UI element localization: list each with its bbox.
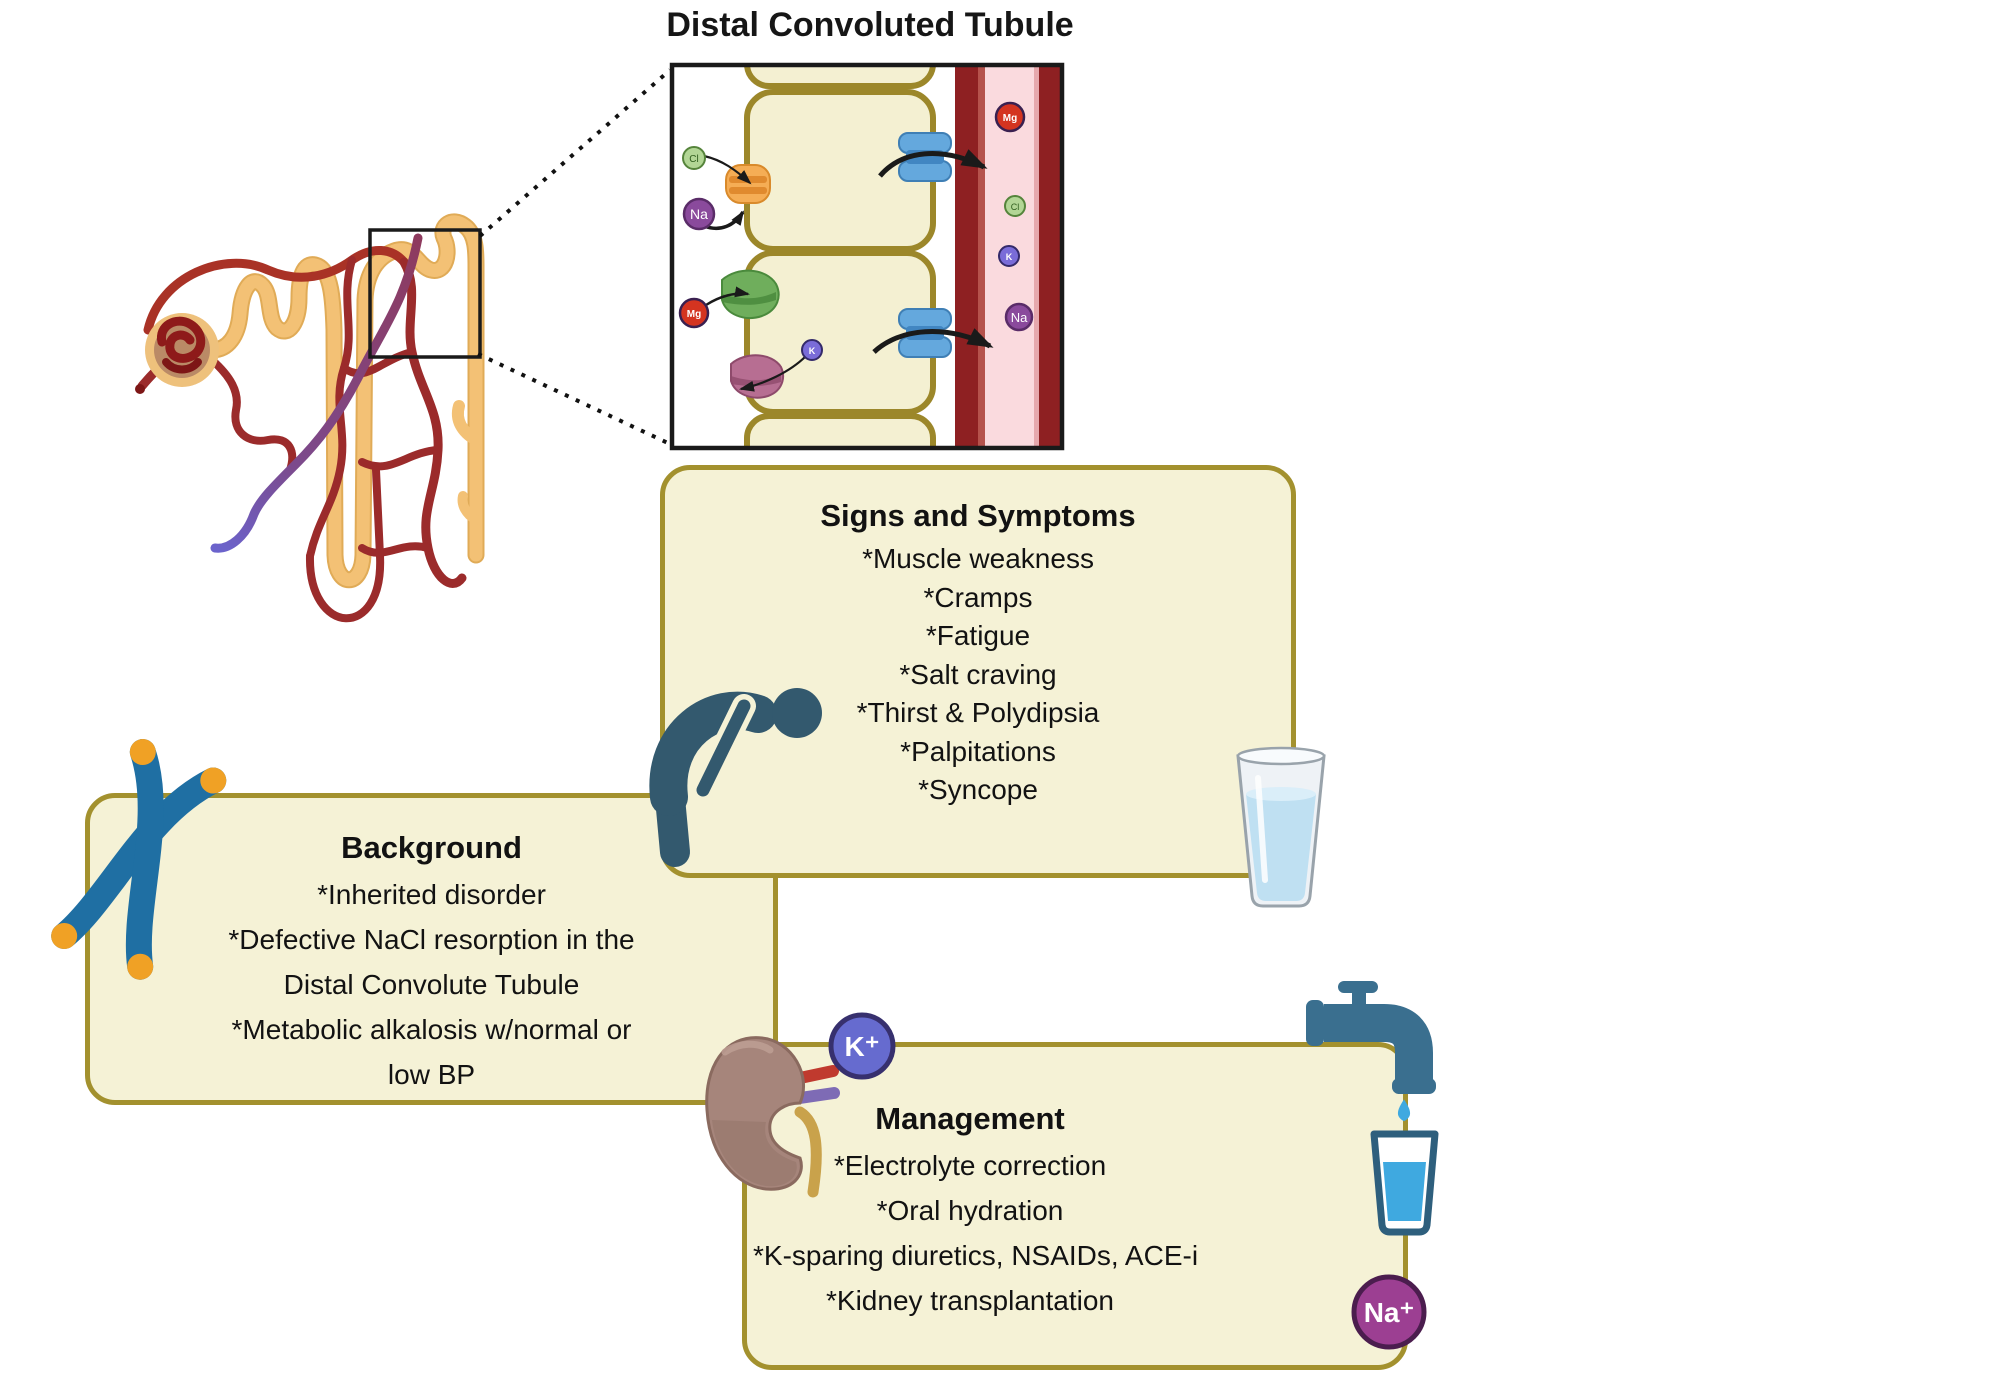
potassium-ion-vessel: K [998,245,1020,267]
chloride-ion-vessel: Cl [1004,195,1026,217]
background-line: low BP [387,1059,476,1090]
svg-text:Na: Na [1011,310,1028,325]
magnesium-channel [721,269,780,319]
nephron-tubule [203,213,485,589]
nephron-tubule-inner [205,215,483,587]
management-box: Management *Electrolyte correction *Oral… [742,1042,1408,1370]
transport-arrows [703,149,994,392]
management-item: *K-sparing diuretics, NSAIDs, ACE-i [753,1240,1199,1271]
nephron-illustration [135,213,485,623]
symptom-item: *Palpitations [900,735,1056,767]
background-line: Distal Convolute Tubule [283,969,580,1000]
management-item: *Kidney transplantation [826,1285,1114,1316]
magnifier-rect [368,228,482,359]
collecting-duct-branch [452,400,482,446]
symptom-item: *Thirst & Polydipsia [856,697,1100,728]
page-title: Distal Convoluted Tubule [666,6,1074,44]
management-title: Management [875,1101,1065,1136]
background-line: *Defective NaCl resorption in the [228,924,635,955]
connector-line-bottom [477,352,671,446]
symptom-item: *Fatigue [925,620,1031,651]
svg-text:K: K [809,346,816,356]
sodium-ion-lumen: Na [682,197,716,231]
svg-text:Cl: Cl [1011,202,1020,212]
blood-vessel [955,67,1060,446]
glomerulus [135,313,219,394]
svg-text:Mg: Mg [1003,113,1017,124]
basolateral-transporter [898,132,952,182]
background-title: Background [341,830,522,865]
chloride-ion-lumen: Cl [682,146,706,170]
tubule-cells [744,67,936,446]
background-line: *Metabolic alkalosis w/normal or [231,1014,632,1045]
management-item: *Oral hydration [876,1195,1064,1226]
svg-text:Mg: Mg [687,309,701,320]
sodium-ion-vessel: Na [1004,302,1034,332]
connector-line-top [478,68,672,238]
symptom-item: *Muscle weakness [862,543,1094,574]
basolateral-transporter [898,308,952,358]
management-item: *Electrolyte correction [833,1150,1107,1181]
potassium-channel-romk [730,354,785,399]
svg-text:K: K [1006,252,1013,262]
peritubular-vessels [137,246,467,623]
dct-inset-panel: Cl Na Mg K Mg [669,62,1065,451]
signs-title: Signs and Symptoms [820,498,1136,533]
symptom-item: *Cramps [923,581,1033,613]
background-line: *Inherited disorder [317,879,546,910]
vein-vessel [210,233,423,553]
potassium-ion-cell: K [801,339,823,361]
svg-text:Cl: Cl [689,154,698,165]
magnesium-ion-vessel: Mg [994,101,1026,133]
svg-text:Na: Na [690,206,708,222]
collecting-duct-branch [457,491,481,525]
ncc-cotransporter [725,164,771,204]
inset-border [669,62,1065,451]
symptom-item: *Syncope [918,774,1038,805]
magnesium-ion-lumen: Mg [678,297,710,329]
symptom-item: *Salt craving [899,658,1057,690]
signs-symptoms-box: Signs and Symptoms *Muscle weakness *Cra… [660,465,1296,878]
inset-background [672,65,1062,448]
